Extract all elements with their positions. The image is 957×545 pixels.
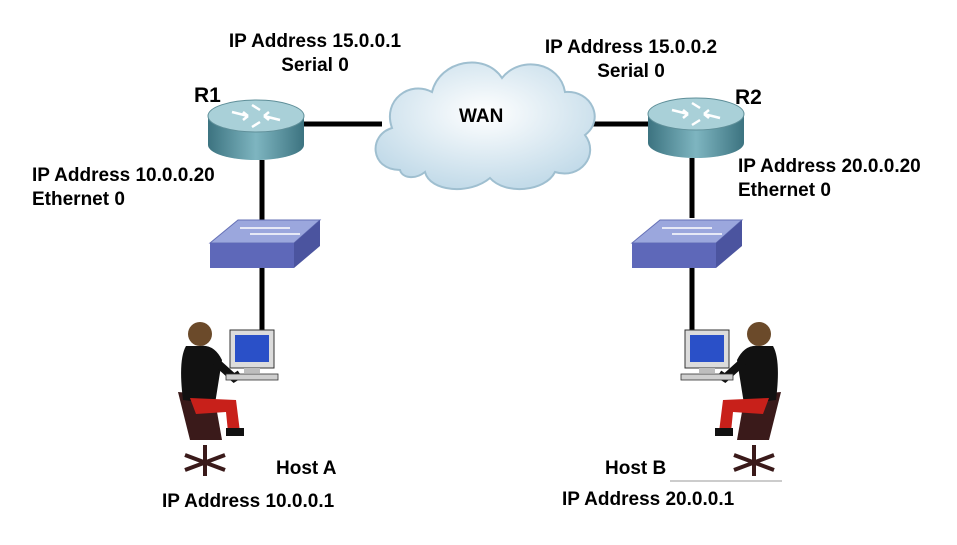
host-b-ip: IP Address 20.0.0.1 [562, 489, 735, 510]
r2-lan-label: IP Address 20.0.0.20 Ethernet 0 [738, 155, 921, 203]
host-a-icon [178, 322, 279, 476]
host-a-ip: IP Address 10.0.0.1 [162, 491, 335, 512]
r2-wan-ip: IP Address 15.0.0.2 [544, 37, 718, 58]
router-r1-icon [207, 99, 305, 160]
switch-b-icon [630, 219, 744, 268]
r1-wan-label: IP Address 15.0.0.1 Serial 0 [210, 30, 420, 78]
r1-lan-ip: IP Address 10.0.0.20 [32, 165, 215, 186]
r2-wan-label: IP Address 15.0.0.2 Serial 0 [526, 36, 736, 84]
r1-wan-interface: Serial 0 [281, 55, 349, 76]
r2-wan-interface: Serial 0 [597, 61, 665, 82]
r1-wan-ip: IP Address 15.0.0.1 [228, 31, 402, 52]
r2-lan-ip: IP Address 20.0.0.20 [738, 156, 921, 177]
links [259, 121, 695, 335]
r2-name: R2 [735, 86, 762, 109]
host-a-name: Host A [276, 458, 337, 479]
switch-a-icon [208, 219, 322, 268]
host-b-name: Host B [605, 458, 667, 479]
router-r2-icon [647, 97, 745, 158]
r1-lan-interface: Ethernet 0 [32, 189, 125, 210]
wan-label: WAN [459, 106, 504, 127]
r1-name: R1 [194, 84, 221, 107]
r1-lan-label: IP Address 10.0.0.20 Ethernet 0 [32, 164, 215, 212]
host-b-icon [680, 322, 781, 476]
r2-lan-interface: Ethernet 0 [738, 180, 831, 201]
wan-cloud [374, 61, 596, 190]
